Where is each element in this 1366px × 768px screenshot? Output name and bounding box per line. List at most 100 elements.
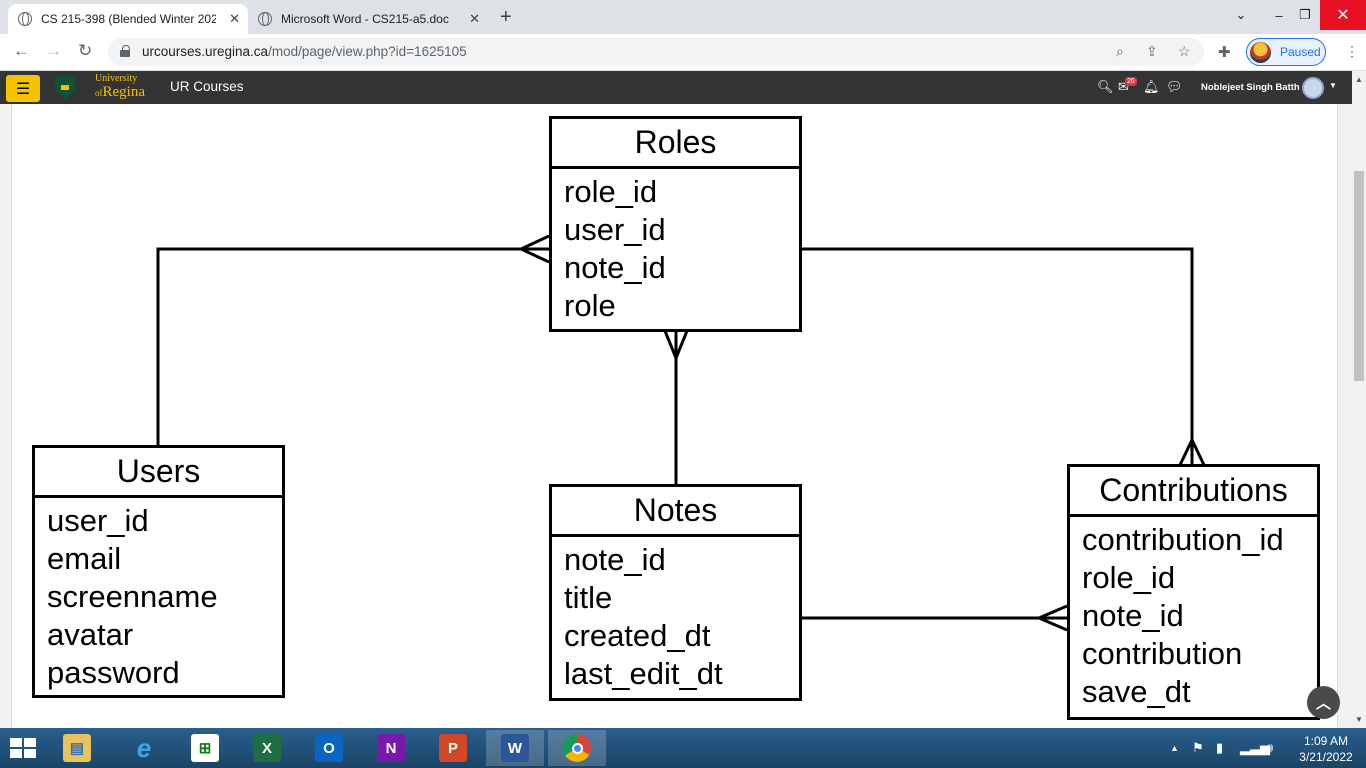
user-name[interactable]: Noblejeet Singh Batth [1201, 82, 1300, 93]
outlook-icon: O [315, 734, 343, 762]
chrome-icon [563, 734, 591, 762]
profile-button[interactable]: Paused [1246, 38, 1326, 66]
clock-date: 3/21/2022 [1299, 750, 1353, 764]
excel-icon: X [253, 734, 281, 762]
globe-icon [258, 12, 272, 26]
windows-taskbar: ▤ e ⊞ X O N P W ▲ ⚑ ▮ ▂▃▅ 🔊︎ 1:09 AM 3/2… [0, 728, 1366, 768]
volume-icon[interactable]: 🔊︎ [1265, 740, 1274, 755]
onenote-icon: N [377, 734, 405, 762]
field: screenname [47, 579, 218, 614]
reload-icon[interactable]: ↻ [78, 41, 93, 60]
entity-contributions: Contributions contribution_id role_id no… [1067, 464, 1320, 720]
entity-fields: contribution_id role_id note_id contribu… [1070, 517, 1317, 711]
bookmark-star-icon[interactable]: ☆ [1178, 43, 1191, 59]
extensions-icon[interactable]: ✚ [1218, 44, 1231, 61]
entity-title: Notes [552, 487, 799, 537]
field: contribution [1082, 636, 1243, 671]
field: role [564, 288, 616, 323]
tab-title: CS 215-398 (Blended Winter 202 [41, 12, 216, 26]
field: role_id [564, 174, 658, 209]
window-close-button[interactable]: ✕ [1320, 0, 1366, 30]
users-roles-relationship [156, 247, 549, 446]
clock-time: 1:09 AM [1303, 734, 1349, 748]
field: contribution_id [1082, 522, 1284, 557]
crowfoot-roles-users [517, 234, 550, 264]
back-to-top-button[interactable]: ︿ [1307, 686, 1340, 719]
back-icon[interactable]: ← [13, 41, 30, 60]
field: title [564, 580, 613, 615]
address-bar[interactable]: urcourses.uregina.ca/mod/page/view.php?i… [108, 38, 1204, 66]
tab-cs215[interactable]: CS 215-398 (Blended Winter 202 ✕ [8, 4, 248, 34]
word-icon: W [501, 734, 529, 762]
field: note_id [1082, 598, 1184, 633]
entity-users: Users user_id email screenname avatar pa… [32, 445, 285, 698]
erd-connectors [156, 234, 1206, 632]
taskbar-excel[interactable]: X [238, 730, 296, 766]
forward-icon[interactable]: → [45, 41, 62, 60]
field: save_dt [1082, 674, 1191, 709]
close-tab-icon[interactable]: ✕ [229, 11, 240, 26]
field: note_id [564, 542, 666, 577]
minimize-button[interactable]: – [1275, 7, 1283, 23]
scroll-up-arrow-icon[interactable]: ▲ [1355, 75, 1363, 84]
browser-tabstrip: CS 215-398 (Blended Winter 202 ✕ Microso… [0, 0, 1366, 34]
messages-inbox-icon[interactable]: ✉ [1118, 79, 1129, 94]
show-hidden-icons-icon[interactable]: ▲ [1170, 743, 1179, 753]
taskbar-file-explorer[interactable]: ▤ [48, 730, 106, 766]
taskbar-outlook[interactable]: O [300, 730, 358, 766]
chevron-down-icon[interactable]: ▼ [1329, 81, 1337, 90]
share-icon[interactable]: ⇪ [1146, 43, 1158, 59]
taskbar-powerpoint[interactable]: P [424, 730, 482, 766]
crowfoot-roles-notes [663, 330, 689, 362]
page-scrollbar[interactable]: ▲ ▼ [1352, 71, 1366, 728]
url-text: urcourses.uregina.ca/mod/page/view.php?i… [142, 44, 467, 59]
chat-icon[interactable]: 💬︎ [1166, 79, 1183, 94]
notification-count-badge: 26 [1125, 77, 1137, 86]
university-logo[interactable]: University ofRegina [95, 73, 145, 100]
field: role_id [1082, 560, 1176, 595]
scroll-down-arrow-icon[interactable]: ▼ [1355, 715, 1363, 724]
profile-avatar [1250, 42, 1271, 63]
entity-roles: Roles role_id user_id note_id role [549, 116, 802, 332]
field: last_edit_dt [564, 656, 723, 691]
bell-icon[interactable]: 🔔︎ [1143, 79, 1160, 94]
powerpoint-icon: P [439, 734, 467, 762]
close-tab-icon[interactable]: ✕ [469, 11, 480, 26]
scrollbar-thumb[interactable] [1354, 171, 1364, 381]
network-signal-icon[interactable]: ▂▃▅ [1240, 740, 1270, 755]
entity-fields: user_id email screenname avatar password [35, 498, 282, 692]
page-body: Roles role_id user_id note_id role Users… [11, 104, 1338, 728]
system-clock[interactable]: 1:09 AM 3/21/2022 [1290, 733, 1362, 765]
field: user_id [47, 503, 149, 538]
restore-button[interactable]: ❐ [1299, 7, 1311, 22]
browser-toolbar: ← → ↻ urcourses.uregina.ca/mod/page/view… [0, 34, 1366, 71]
user-avatar[interactable] [1302, 77, 1324, 99]
windows-start-button[interactable] [10, 738, 38, 760]
taskbar-store[interactable]: ⊞ [176, 730, 234, 766]
folder-icon: ▤ [63, 734, 91, 762]
site-name[interactable]: UR Courses [170, 79, 244, 94]
taskbar-chrome[interactable] [548, 730, 606, 766]
university-crest-logo [55, 76, 75, 100]
search-icon[interactable]: 🔍︎ [1097, 79, 1114, 94]
tab-word-doc[interactable]: Microsoft Word - CS215-a5.doc ✕ [248, 4, 488, 34]
tab-search-icon[interactable]: ⌄ [1235, 7, 1247, 22]
field: created_dt [564, 618, 711, 653]
taskbar-onenote[interactable]: N [362, 730, 420, 766]
store-icon: ⊞ [191, 734, 219, 762]
taskbar-internet-explorer[interactable]: e [115, 730, 173, 766]
zoom-icon[interactable]: ⌕ [1116, 43, 1124, 59]
menu-kebab-icon[interactable]: ⋮ [1345, 43, 1359, 59]
action-center-icon[interactable]: ⚑ [1192, 740, 1204, 755]
power-icon[interactable]: ▮ [1216, 740, 1224, 755]
field: password [47, 655, 180, 690]
entity-fields: role_id user_id note_id role [552, 169, 799, 325]
crowfoot-contributions-roles [1178, 436, 1206, 466]
taskbar-word[interactable]: W [486, 730, 544, 766]
entity-title: Users [35, 448, 282, 498]
new-tab-button[interactable]: + [500, 6, 512, 28]
field: avatar [47, 617, 134, 652]
crowfoot-contributions-notes [1035, 604, 1068, 632]
globe-icon [18, 12, 32, 26]
hamburger-menu-button[interactable]: ☰ [6, 75, 40, 102]
